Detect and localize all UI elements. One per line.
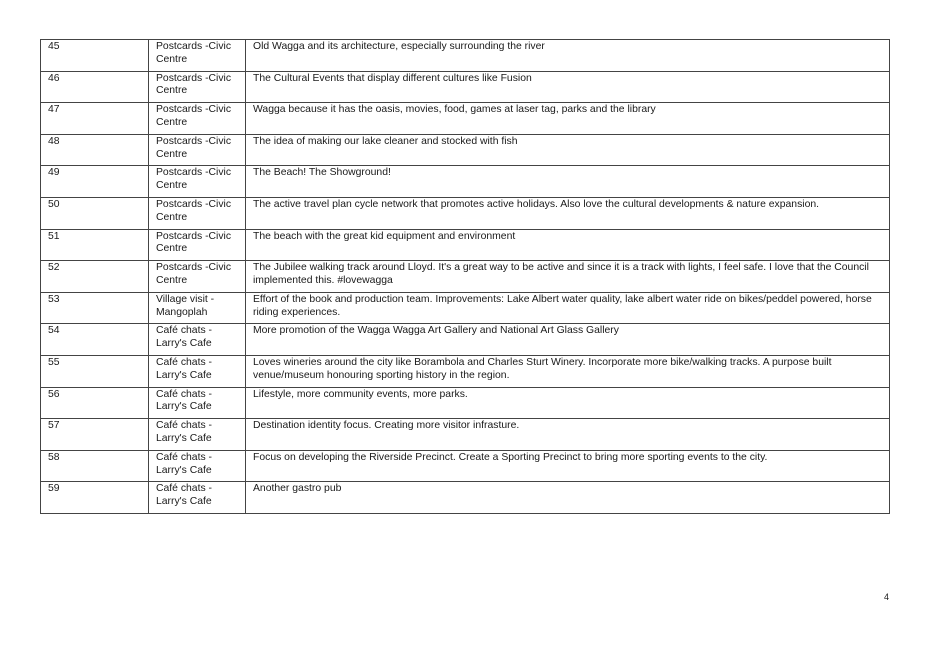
- comment-cell: Focus on developing the Riverside Precin…: [245, 449, 890, 483]
- source-cell: Postcards -Civic Centre: [148, 102, 246, 135]
- row-number-cell: 58: [40, 449, 149, 483]
- row-number-cell: 55: [40, 354, 149, 388]
- row-number-cell: 52: [40, 260, 149, 293]
- source-cell: Café chats - Larry's Cafe: [148, 449, 246, 483]
- comment-cell: Old Wagga and its architecture, especial…: [245, 39, 890, 72]
- source-cell: Postcards -Civic Centre: [148, 228, 246, 262]
- comment-cell: Another gastro pub: [245, 481, 890, 514]
- row-number-cell: 59: [40, 481, 149, 514]
- row-number-cell: 54: [40, 323, 149, 356]
- source-cell: Postcards -Civic Centre: [148, 196, 246, 230]
- comment-cell: The active travel plan cycle network tha…: [245, 196, 890, 230]
- source-cell: Postcards -Civic Centre: [148, 260, 246, 293]
- row-number-cell: 50: [40, 196, 149, 230]
- source-cell: Postcards -Civic Centre: [148, 39, 246, 72]
- row-number-cell: 51: [40, 228, 149, 262]
- source-cell: Café chats - Larry's Cafe: [148, 418, 246, 451]
- source-cell: Café chats - Larry's Cafe: [148, 323, 246, 356]
- row-number-cell: 49: [40, 165, 149, 198]
- comment-cell: Effort of the book and production team. …: [245, 291, 890, 325]
- page-number: 4: [883, 592, 889, 602]
- source-cell: Postcards -Civic Centre: [148, 70, 246, 104]
- comment-cell: More promotion of the Wagga Wagga Art Ga…: [245, 323, 890, 356]
- comment-cell: The Beach! The Showground!: [245, 165, 890, 198]
- source-cell: Postcards -Civic Centre: [148, 165, 246, 198]
- row-number-cell: 46: [40, 70, 149, 104]
- row-number-cell: 48: [40, 133, 149, 167]
- row-number-cell: 47: [40, 102, 149, 135]
- row-number-cell: 56: [40, 386, 149, 420]
- comment-cell: Lifestyle, more community events, more p…: [245, 386, 890, 420]
- source-cell: Café chats - Larry's Cafe: [148, 386, 246, 420]
- source-cell: Café chats - Larry's Cafe: [148, 354, 246, 388]
- row-number-cell: 53: [40, 291, 149, 325]
- source-cell: Village visit - Mangoplah: [148, 291, 246, 325]
- comment-cell: Wagga because it has the oasis, movies, …: [245, 102, 890, 135]
- comment-cell: The beach with the great kid equipment a…: [245, 228, 890, 262]
- row-number-cell: 45: [40, 39, 149, 72]
- comment-cell: The Cultural Events that display differe…: [245, 70, 890, 104]
- source-cell: Café chats - Larry's Cafe: [148, 481, 246, 514]
- comment-cell: Destination identity focus. Creating mor…: [245, 418, 890, 451]
- comment-cell: The idea of making our lake cleaner and …: [245, 133, 890, 167]
- comment-cell: The Jubilee walking track around Lloyd. …: [245, 260, 890, 293]
- comment-cell: Loves wineries around the city like Bora…: [245, 354, 890, 388]
- row-number-cell: 57: [40, 418, 149, 451]
- source-cell: Postcards -Civic Centre: [148, 133, 246, 167]
